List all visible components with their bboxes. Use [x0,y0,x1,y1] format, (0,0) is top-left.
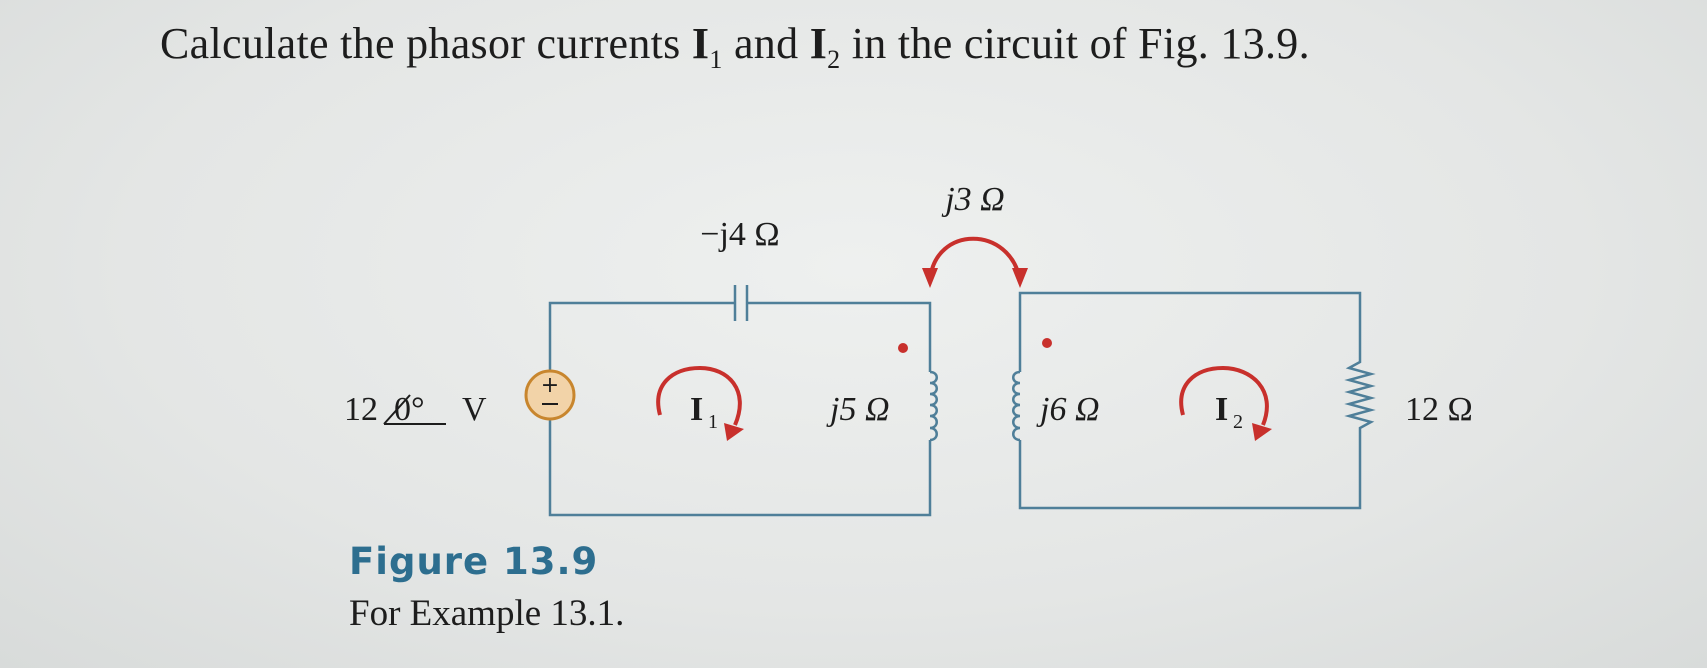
current-i2-subscript: 2 [827,44,841,74]
loop-current-2-subscript: 2 [1233,411,1243,433]
figure-title: Figure 13.9 [349,540,599,583]
dot-marker-1 [898,343,908,353]
capacitor [733,285,749,321]
loop-current-1-subscript: 1 [708,411,718,433]
source-unit: V [462,391,487,428]
loop-current-1-symbol: I [690,391,703,428]
left-mesh-wires [548,301,932,517]
mutual-inductance-label: j3 Ω [941,181,1005,218]
inductor-2 [1012,370,1021,442]
loop-current-2-arrow [1179,365,1272,441]
mutual-inductance-arrow [922,236,1028,288]
loop-current-2-symbol: I [1215,391,1228,428]
capacitor-label: −j4 Ω [700,216,779,253]
resistor [1344,357,1376,433]
problem-middle: and [722,19,810,68]
voltage-source: + [524,369,576,421]
inductor-1-label: j5 Ω [826,391,890,428]
current-i1-subscript: 1 [709,44,723,74]
plus-sign: + [541,373,559,398]
source-angle: 0° [394,391,425,428]
inductor-2-label: j6 Ω [1036,391,1100,428]
current-i1-symbol: I [691,19,710,68]
problem-statement: Calculate the phasor currents I1 and I2 … [160,18,1310,75]
inductor-1 [929,370,938,442]
current-i2-symbol: I [809,19,828,68]
figure-caption: For Example 13.1. [349,593,625,634]
source-magnitude: 12 [344,391,378,428]
problem-prefix: Calculate the phasor currents [160,19,692,68]
loop-current-1-arrow [656,365,744,441]
resistor-label: 12 Ω [1405,391,1473,428]
problem-suffix: in the circuit of Fig. 13.9. [840,19,1310,68]
right-mesh-wires [1018,291,1362,510]
angle-symbol [383,394,411,425]
dot-marker-2 [1042,338,1052,348]
source-label: 12 0° V [344,391,487,428]
